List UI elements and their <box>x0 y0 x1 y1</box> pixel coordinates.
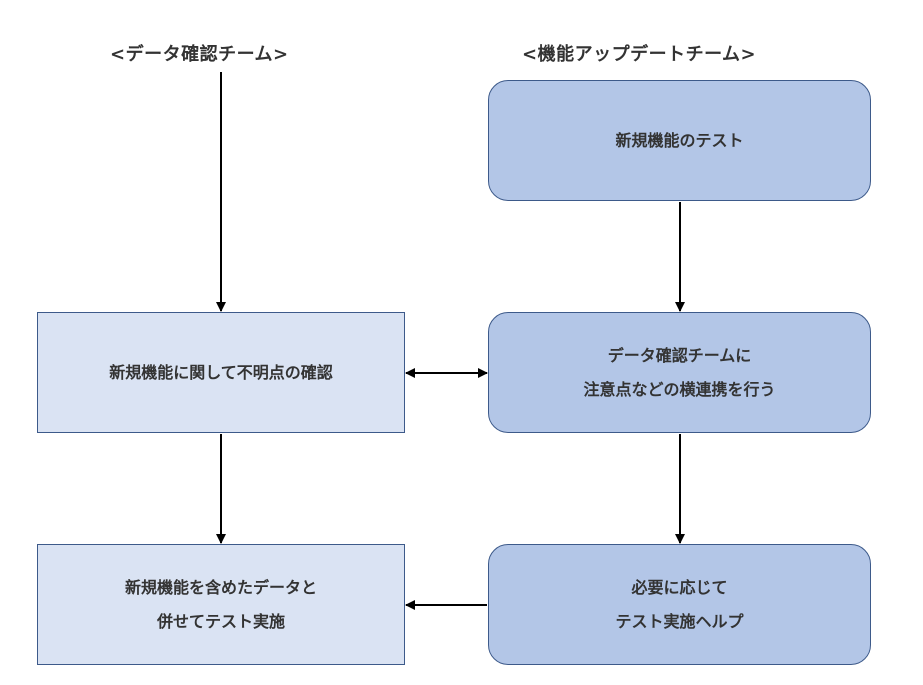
box-notify-data-team: データ確認チームに 注意点などの横連携を行う <box>488 312 871 433</box>
box-test-with-data-line-1: 新規機能を含めたデータと <box>124 577 317 597</box>
box-new-feature-test-line-1: 新規機能のテスト <box>615 130 744 150</box>
box-test-help-line-2: テスト実施ヘルプ <box>615 611 744 631</box>
box-check-unclear-points: 新規機能に関して不明点の確認 <box>37 312 405 433</box>
box-test-help-line-1: 必要に応じて <box>631 577 728 597</box>
box-notify-data-team-line-2: 注意点などの横連携を行う <box>583 379 776 399</box>
box-new-feature-test: 新規機能のテスト <box>488 80 871 201</box>
header-data-check-team: <データ確認チーム> <box>110 44 289 65</box>
box-test-help: 必要に応じて テスト実施ヘルプ <box>488 544 871 665</box>
box-check-unclear-points-line-1: 新規機能に関して不明点の確認 <box>109 362 333 382</box>
header-feature-update-team: <機能アップデートチーム> <box>522 44 757 65</box>
box-test-with-data: 新規機能を含めたデータと 併せてテスト実施 <box>37 544 405 665</box>
box-test-with-data-line-2: 併せてテスト実施 <box>156 611 285 631</box>
box-notify-data-team-line-1: データ確認チームに <box>607 345 752 365</box>
